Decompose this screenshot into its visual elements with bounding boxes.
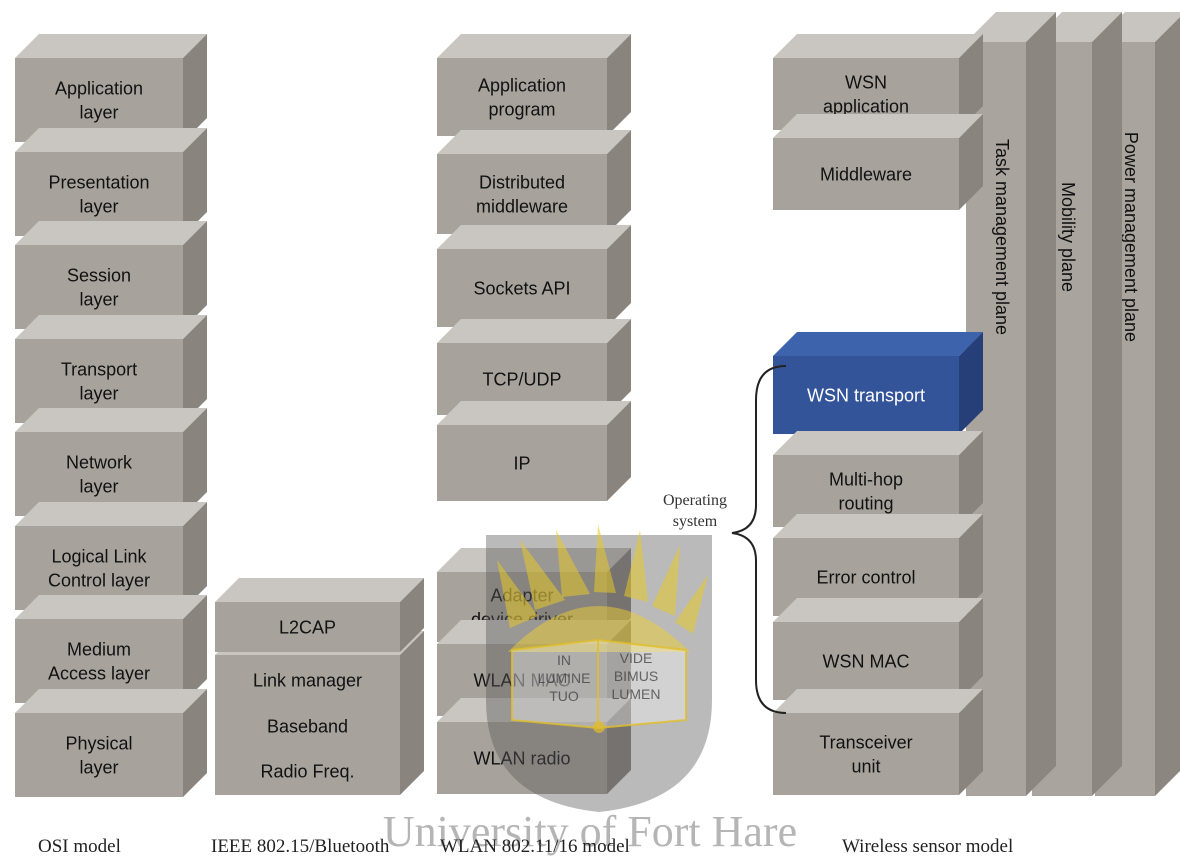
wsn-layer-wsn-transport: WSN transport [773, 332, 983, 434]
wlan-layer-application-line1: Application [478, 76, 566, 96]
osi-layer-session-line2: layer [79, 289, 118, 309]
wlan-layer-sockets-api: Sockets API [437, 225, 631, 327]
motto-right-3: LUMEN [611, 686, 660, 702]
osi-layer-network: Network layer [15, 408, 207, 516]
wlan-layer-application-line2: program [488, 99, 555, 119]
wsn-layer-error-control-line1: Error control [816, 567, 915, 587]
wsn-layer-wsn-mac-line1: WSN MAC [823, 651, 910, 671]
wsn-layer-middleware: Middleware [773, 114, 983, 210]
university-logo: IN LUMINE TUO VIDE BIMUS LUMEN [486, 524, 712, 812]
task-management-plane: Task management plane [966, 12, 1056, 796]
osi-layer-physical: Physical layer [15, 689, 207, 797]
wlan-layer-wlan-radio: WLAN radio [437, 698, 631, 794]
motto-right-1: VIDE [620, 650, 653, 666]
bt-layer-baseband-label: Baseband [267, 716, 348, 736]
osi-layer-physical-line1: Physical [65, 734, 132, 754]
wlan-layer-tcp-udp: TCP/UDP [437, 319, 631, 415]
wlan-layer-application: Application program [437, 34, 631, 136]
osi-layer-physical-line2: layer [79, 757, 118, 777]
osi-layer-network-line2: layer [79, 476, 118, 496]
university-watermark: University of Fort Hare [382, 807, 798, 856]
wsn-layer-transceiver-line1: Transceiver [819, 733, 912, 753]
osi-layer-application-line2: layer [79, 102, 118, 122]
motto-right-2: BIMUS [614, 668, 658, 684]
mobility-plane-label: Mobility plane [1058, 182, 1078, 292]
wlan-layer-tcp-udp-line1: TCP/UDP [482, 369, 561, 389]
osi-model-caption: OSI model [38, 836, 121, 857]
logo-book-clasp [593, 721, 605, 733]
osi-layer-presentation: Presentation layer [15, 128, 207, 236]
motto-left-3: TUO [549, 688, 579, 704]
wsn-layer-multi-hop-line1: Multi-hop [829, 470, 903, 490]
motto-left-2: LUMINE [538, 670, 591, 686]
wlan-layer-ip-line1: IP [513, 453, 530, 473]
osi-layer-application-line1: Application [55, 79, 143, 99]
osi-layer-application: Application layer [15, 34, 207, 142]
osi-layer-logical-link-line1: Logical Link [51, 547, 147, 567]
wsn-layer-middleware-line1: Middleware [820, 164, 912, 184]
osi-layer-transport-line1: Transport [61, 360, 137, 380]
wlan-layer-sockets-api-line1: Sockets API [473, 278, 570, 298]
wsn-layer-multi-hop: Multi-hop routing [773, 431, 983, 527]
logo-sun-disc [508, 606, 690, 652]
osi-layer-presentation-line2: layer [79, 196, 118, 216]
osi-layer-session: Session layer [15, 221, 207, 329]
wlan-layer-distributed-line1: Distributed [479, 173, 565, 193]
osi-layer-network-line1: Network [66, 453, 133, 473]
wsn-model-caption: Wireless sensor model [842, 836, 1014, 857]
wlan-model-caption: WLAN 802.11/16 model [440, 836, 630, 857]
wsn-layer-transceiver-line2: unit [851, 756, 880, 776]
operating-system-label: Operating system [663, 492, 727, 530]
osi-layer-transport: Transport layer [15, 315, 207, 423]
bt-layer-l-cap-label: L2CAP [279, 617, 336, 637]
wsn-layer-transceiver: Transceiver unit [773, 689, 983, 795]
bluetooth-model-caption: IEEE 802.15/Bluetooth [211, 836, 390, 857]
bt-layer-radio-freq--label: Radio Freq. [260, 761, 354, 781]
power-management-plane-label: Power management plane [1121, 132, 1141, 342]
wsn-layer-multi-hop-line2: routing [838, 493, 893, 513]
wsn-layer-wsn-transport-line1: WSN transport [807, 385, 925, 405]
logo-sun-rays [497, 524, 708, 634]
motto-left-1: IN [557, 652, 571, 668]
bt-layer-link-manager-label: Link manager [253, 670, 362, 690]
operating-system-brace [731, 365, 787, 714]
osi-layer-logical-link-line2: Control layer [48, 570, 150, 590]
osi-layer-transport-line2: layer [79, 383, 118, 403]
wsn-layer-wsn-line1: WSN [845, 73, 887, 93]
osi-layer-medium-line2: Access layer [48, 663, 150, 683]
wlan-layer-ip: IP [437, 401, 631, 501]
osi-layer-presentation-line1: Presentation [48, 173, 149, 193]
wlan-layer-distributed: Distributed middleware [437, 130, 631, 234]
wlan-layer-wlan-radio-line1: WLAN radio [473, 748, 570, 768]
wlan-layer-wlan-mac-line1: WLAN MAC [473, 670, 570, 690]
wlan-layer-distributed-line2: middleware [476, 196, 568, 216]
wsn-layer-wsn-line2: application [823, 96, 909, 116]
osi-layer-session-line1: Session [67, 266, 131, 286]
task-management-plane-label: Task management plane [992, 139, 1012, 335]
bt-layer-l-cap: L2CAP [215, 578, 424, 652]
wsn-layer-wsn-mac: WSN MAC [773, 598, 983, 700]
osi-layer-medium-line1: Medium [67, 640, 131, 660]
